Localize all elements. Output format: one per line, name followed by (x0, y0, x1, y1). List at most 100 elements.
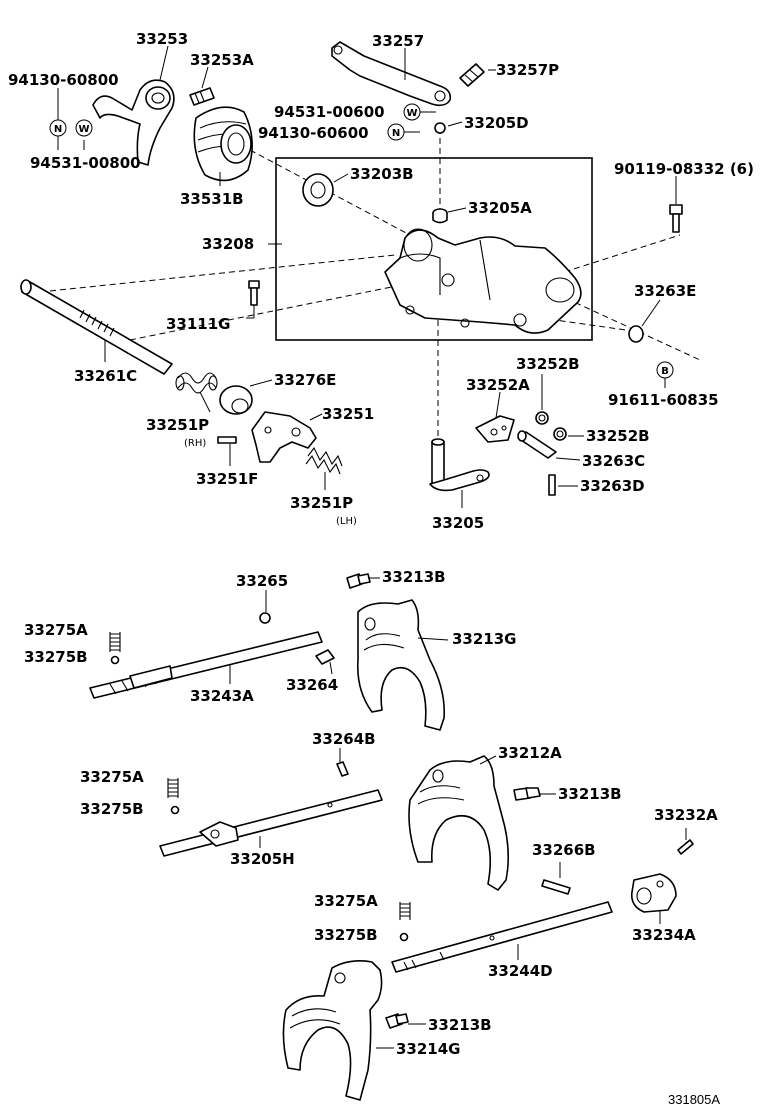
shift-fork-33212A (408, 755, 510, 891)
label-33205: 33205 (432, 514, 484, 532)
lever-arm-33257 (331, 41, 452, 107)
callout-w-top: W (403, 103, 421, 121)
label-33263D: 33263D (580, 477, 645, 495)
label-33275A-2: 33275A (80, 768, 144, 786)
ball-33275B-2 (170, 805, 180, 815)
oil-seal-33203B (302, 173, 334, 207)
label-33205D: 33205D (464, 114, 529, 132)
svg-text:N: N (54, 124, 62, 135)
label-33252A: 33252A (466, 376, 530, 394)
label-94130-60600: 94130-60600 (258, 124, 369, 142)
shaft-33263C (517, 430, 557, 459)
label-33208: 33208 (202, 235, 254, 253)
spring-33275A-2 (167, 778, 179, 798)
label-33252B-upper: 33252B (516, 355, 580, 373)
label-90119-08332: 90119-08332 (6) (614, 160, 754, 178)
plate-33252A (475, 415, 515, 443)
callout-n-left: N (49, 119, 67, 137)
label-33203B: 33203B (350, 165, 414, 183)
callout-w-left: W (75, 119, 93, 137)
label-33275A-3: 33275A (314, 892, 378, 910)
svg-text:W: W (78, 124, 89, 135)
shaft-33205H (159, 789, 383, 857)
pin-33264B (336, 761, 349, 777)
cap-33263E (628, 325, 644, 343)
boot-33531B (193, 106, 253, 182)
label-33275B-2: 33275B (80, 800, 144, 818)
shaft-33261C (20, 279, 173, 375)
label-33213B-3: 33213B (428, 1016, 492, 1034)
label-33253: 33253 (136, 30, 188, 48)
label-33214G: 33214G (396, 1040, 461, 1058)
label-33251: 33251 (322, 405, 374, 423)
label-33111G: 33111G (166, 315, 231, 333)
label-33265: 33265 (236, 572, 288, 590)
plug-33253A (189, 87, 215, 106)
label-lh-note: (LH) (336, 516, 357, 527)
shift-fork-33213G (356, 599, 446, 731)
label-33266B: 33266B (532, 841, 596, 859)
breather-33111G (248, 280, 260, 306)
label-33263C: 33263C (582, 452, 645, 470)
label-33264: 33264 (286, 676, 338, 694)
leader-lines (57, 45, 687, 1049)
spring-33251P-lh (305, 446, 343, 475)
lever-33251 (251, 411, 317, 463)
shift-fork-33214G (282, 960, 383, 1101)
label-33243A: 33243A (190, 687, 254, 705)
label-33276E: 33276E (274, 371, 336, 389)
label-33275B-3: 33275B (314, 926, 378, 944)
pin-33263D (548, 474, 556, 496)
plug-33276E (219, 385, 253, 415)
label-rh-note: (RH) (184, 438, 206, 449)
label-33232A: 33232A (654, 806, 718, 824)
bolt-33213B-2 (513, 787, 541, 801)
shift-lever-33253 (92, 79, 175, 166)
snap-ring-33252B-upper (535, 411, 549, 425)
spring-33275A-1 (109, 632, 121, 652)
label-33261C: 33261C (74, 367, 137, 385)
svg-text:B: B (661, 366, 669, 377)
figure-code: 331805A (668, 1092, 720, 1107)
spring-33275A-3 (399, 902, 411, 920)
callout-b-right: B (656, 361, 674, 379)
label-33275A-1: 33275A (24, 621, 88, 639)
pin-33257P (459, 63, 485, 87)
part-labels: 33253 33253A 33257 33257P 94130-60800 94… (8, 30, 754, 1107)
pin-33266B (541, 879, 571, 895)
label-94531-00800: 94531-00800 (30, 154, 141, 172)
label-33264B: 33264B (312, 730, 376, 748)
svg-text:W: W (406, 108, 417, 119)
label-33205A: 33205A (468, 199, 532, 217)
label-33213B-2: 33213B (558, 785, 622, 803)
label-33253A: 33253A (190, 51, 254, 69)
shaft-33244D (391, 901, 613, 973)
snap-ring-33252B-right (553, 427, 567, 441)
block-33264 (315, 649, 335, 665)
ball-33265 (259, 612, 271, 624)
label-33213G: 33213G (452, 630, 517, 648)
shaft-33243A (89, 631, 323, 699)
label-33251P-lh: 33251P (290, 494, 353, 512)
label-33275B-1: 33275B (24, 648, 88, 666)
shift-housing-33208 (384, 228, 582, 334)
label-33257P: 33257P (496, 61, 559, 79)
label-91611-60835: 91611-60835 (608, 391, 719, 409)
ball-33275B-3 (399, 932, 409, 942)
lever-shaft-33205 (429, 438, 490, 492)
label-33213B-1: 33213B (382, 568, 446, 586)
washer-nut-top (434, 122, 446, 134)
bolt-33213B-1 (346, 573, 371, 589)
label-33234A: 33234A (632, 926, 696, 944)
label-33205H: 33205H (230, 850, 295, 868)
label-33251F: 33251F (196, 470, 258, 488)
label-94531-00600: 94531-00600 (274, 103, 385, 121)
svg-text:N: N (392, 128, 400, 139)
label-33257: 33257 (372, 32, 424, 50)
label-33244D: 33244D (488, 962, 553, 980)
callout-n-top: N (387, 123, 405, 141)
label-94130-60800: 94130-60800 (8, 71, 119, 89)
bush-33205A (432, 208, 448, 224)
label-33212A: 33212A (498, 744, 562, 762)
